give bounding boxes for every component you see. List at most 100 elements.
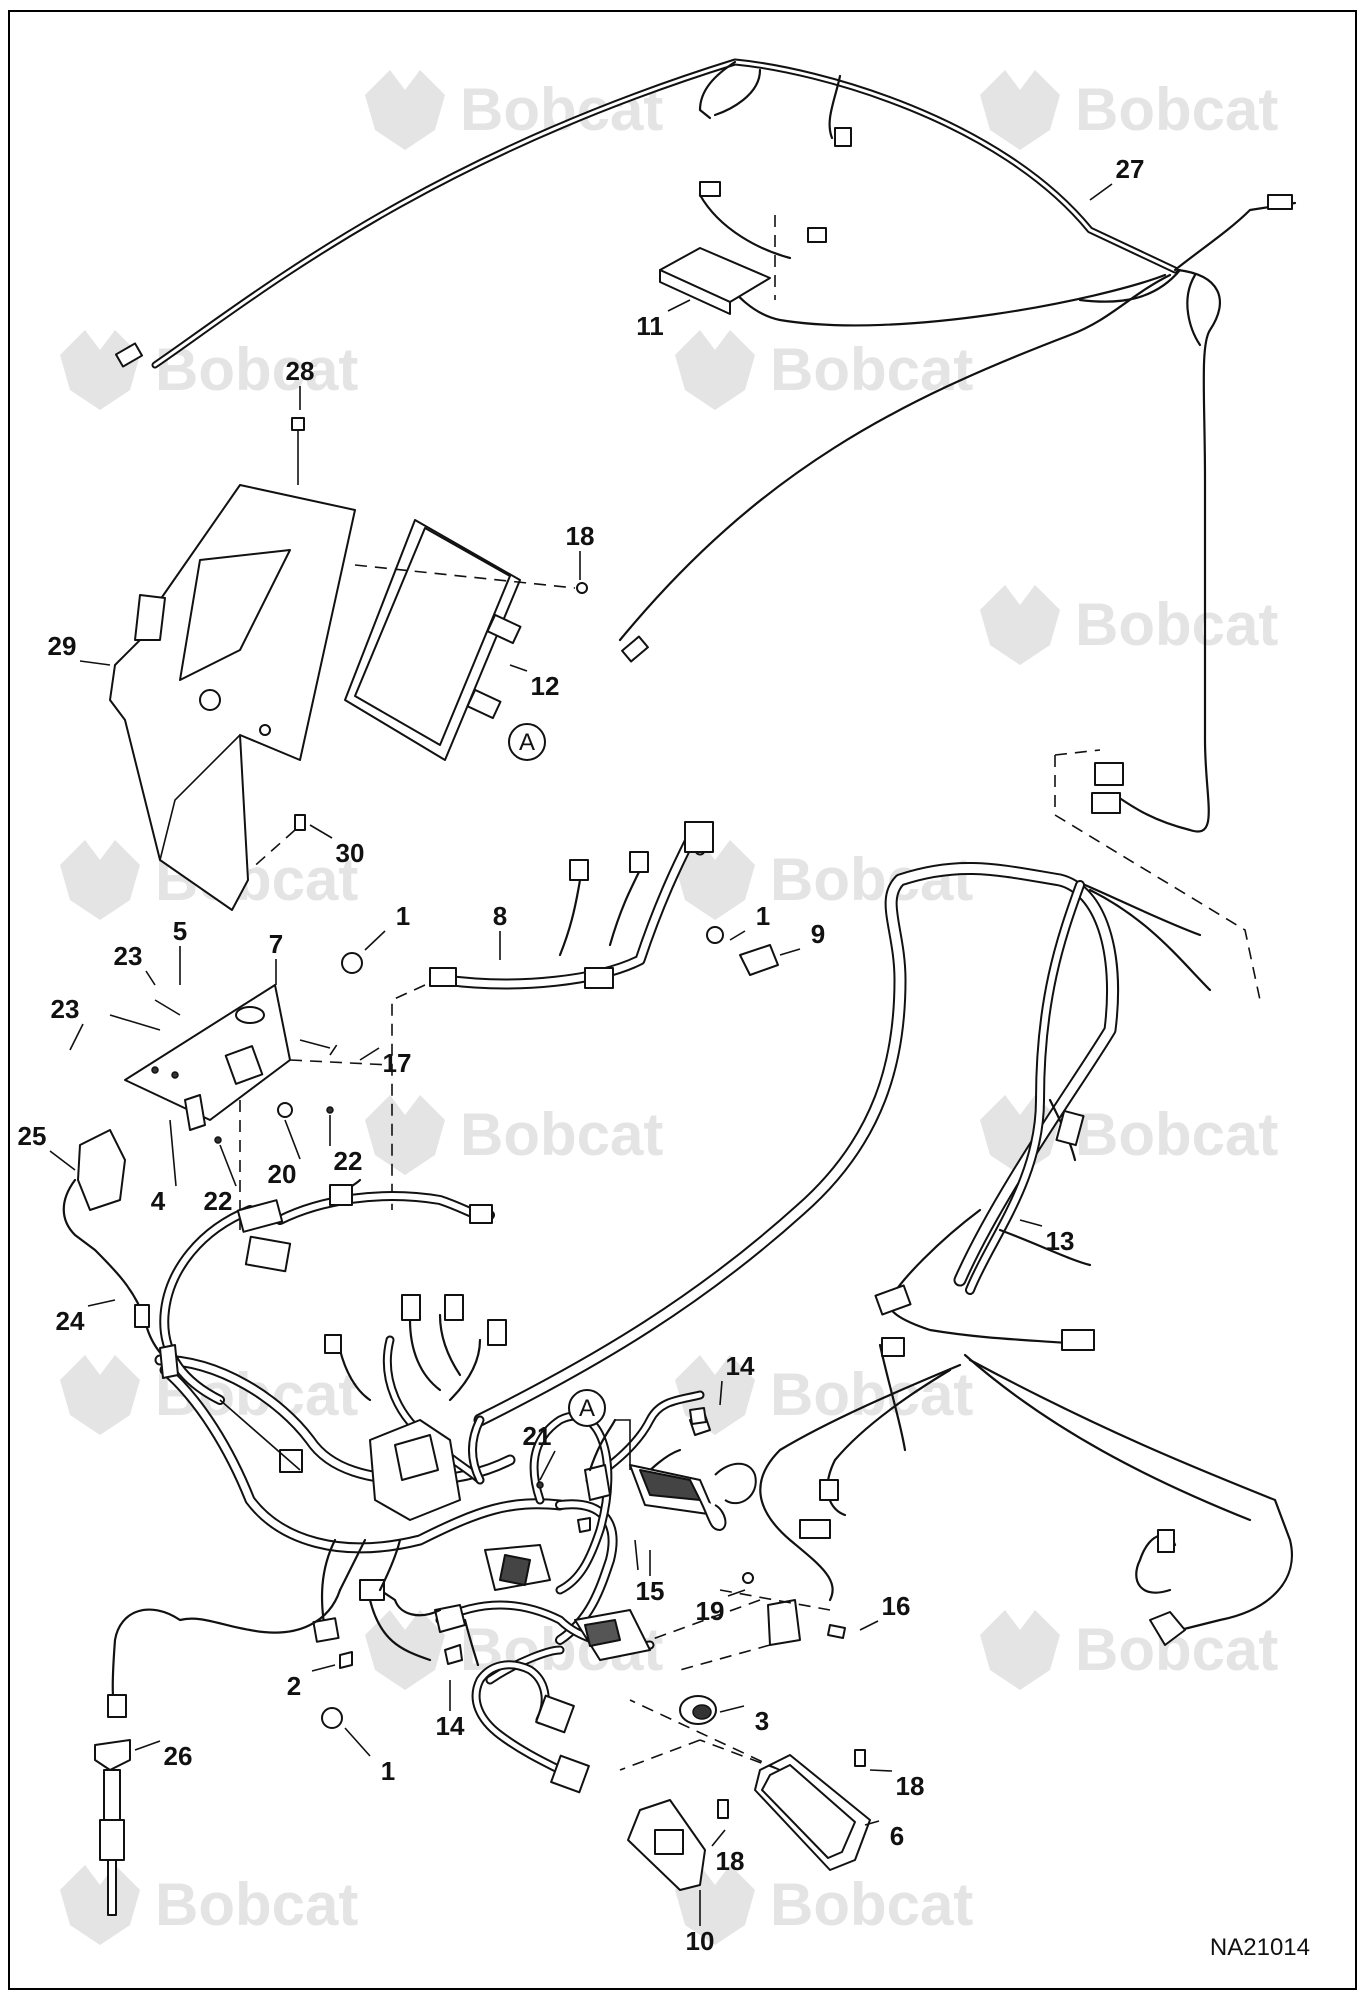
part-a-connector-group (615, 1414, 757, 1531)
bobcat-logo-icon (980, 1610, 1060, 1690)
bobcat-logo-icon (980, 70, 1060, 150)
callout-11: 11 (636, 311, 664, 341)
watermark-text: Bobcat (770, 846, 973, 913)
callout-1: 1 (396, 901, 410, 931)
leader-line-13 (1019, 1219, 1043, 1227)
callout-13: 13 (1046, 1226, 1075, 1256)
callout-23: 23 (114, 941, 143, 971)
watermark-text: Bobcat (460, 76, 663, 143)
callout-15: 15 (636, 1576, 665, 1606)
callout-7: 7 (269, 929, 283, 959)
leader-line-30 (309, 824, 333, 839)
bobcat-logo-icon (365, 1095, 445, 1175)
leader-line-2 (311, 1664, 336, 1672)
leader-line-19 (727, 1589, 746, 1597)
part-8-harness (391, 821, 714, 1210)
part-7-plate (109, 984, 391, 1230)
watermark: Bobcat (365, 70, 663, 150)
leader-line-1 (364, 930, 386, 951)
part-11-module (659, 193, 792, 315)
watermark: Bobcat (980, 70, 1278, 150)
callout-6: 6 (890, 1821, 904, 1851)
watermark: Bobcat (675, 1865, 973, 1945)
part-10-block (627, 1799, 729, 1891)
callout-30: 30 (336, 838, 365, 868)
harness-center-cluster (154, 1178, 705, 1794)
callout-18: 18 (566, 521, 595, 551)
part-9-plate (706, 926, 779, 976)
watermark: Bobcat (60, 330, 358, 410)
leader-line-23 (145, 970, 156, 986)
watermark-text: Bobcat (155, 1871, 358, 1938)
callout-18: 18 (716, 1846, 745, 1876)
callout-1: 1 (756, 901, 770, 931)
callout-3: 3 (755, 1706, 769, 1736)
callout-20: 20 (268, 1159, 297, 1189)
harness-27 (114, 58, 1297, 1001)
callout-10: 10 (686, 1926, 715, 1956)
leader-line-14 (719, 1380, 723, 1406)
part-30-bolt (249, 814, 306, 871)
leader-line-1 (344, 1727, 371, 1757)
callout-22: 22 (204, 1186, 233, 1216)
callout-18: 18 (896, 1771, 925, 1801)
callout-21: 21 (523, 1421, 552, 1451)
leader-line-21 (539, 1450, 556, 1481)
leader-line-18 (711, 1829, 726, 1847)
callout-23: 23 (51, 994, 80, 1024)
leader-line-20 (284, 1119, 301, 1160)
leader-line-1 (729, 930, 746, 941)
part-29-bracket (109, 417, 356, 911)
callout-19: 19 (696, 1596, 725, 1626)
callout-25: 25 (18, 1121, 47, 1151)
bobcat-logo-icon (60, 1355, 140, 1435)
callout-28: 28 (286, 356, 315, 386)
callout-17: 17 (383, 1048, 412, 1078)
watermark: Bobcat (980, 1095, 1278, 1175)
leader-line-23 (69, 1023, 84, 1051)
bobcat-logo-icon (60, 840, 140, 920)
callout-14: 14 (436, 1711, 465, 1741)
leader-line-24 (87, 1299, 116, 1307)
watermark-text: Bobcat (1075, 591, 1278, 658)
callout-16: 16 (882, 1591, 911, 1621)
callout-24: 24 (56, 1306, 85, 1336)
leader-line-22 (219, 1144, 237, 1187)
watermark: Bobcat (675, 330, 973, 410)
leader-line-25 (49, 1150, 76, 1171)
callout-29: 29 (48, 631, 77, 661)
watermark: Bobcat (980, 585, 1278, 665)
part-26-sensor (94, 1588, 342, 1916)
part-12-controller (344, 519, 588, 761)
reference-a-marks: A A (508, 723, 606, 1427)
leader-line-6 (864, 1820, 880, 1826)
reference-a-lower: A (579, 1395, 595, 1422)
leader-line-11 (667, 299, 691, 312)
bobcat-logo-icon (675, 330, 755, 410)
watermark-text: Bobcat (460, 1101, 663, 1168)
callout-14: 14 (726, 1351, 755, 1381)
watermark: Bobcat (365, 1095, 663, 1175)
callout-8: 8 (493, 901, 507, 931)
callout-22: 22 (334, 1146, 363, 1176)
part-25-relay (62, 1129, 180, 1372)
reference-a-upper: A (519, 729, 535, 756)
watermark: Bobcat (675, 1355, 973, 1435)
callout-26: 26 (164, 1741, 193, 1771)
diagram-frame (8, 10, 1357, 1990)
leader-line-4 (169, 1119, 177, 1187)
leader-line-12 (509, 664, 528, 672)
bobcat-logo-icon (980, 585, 1060, 665)
leader-line-18 (869, 1769, 893, 1772)
part-3-grommet (679, 1695, 717, 1725)
callout-12: 12 (531, 671, 560, 701)
leader-line-27 (1089, 183, 1113, 201)
drawing-code: NA21014 (1210, 1934, 1310, 1961)
callout-5: 5 (173, 916, 187, 946)
watermark: Bobcat (60, 1865, 358, 1945)
watermark-text: Bobcat (770, 1361, 973, 1428)
leader-line-9 (779, 948, 801, 956)
callout-leaders (49, 183, 1113, 1926)
